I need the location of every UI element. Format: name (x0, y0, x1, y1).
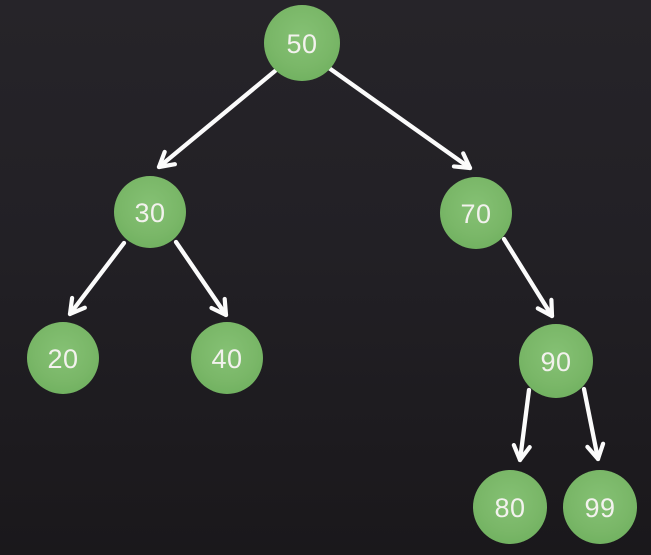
node-circle-50 (264, 5, 340, 81)
edge-50-to-70 (326, 65, 473, 171)
tree-node-40: 40 (191, 322, 263, 394)
tree-node-20: 20 (27, 322, 99, 394)
node-label-20: 20 (47, 344, 78, 374)
edge-30-to-40 (173, 239, 229, 318)
node-circle-20 (27, 322, 99, 394)
node-label-70: 70 (460, 199, 491, 229)
tree-node-90: 90 (519, 324, 593, 398)
node-circle-40 (191, 322, 263, 394)
node-label-99: 99 (584, 493, 615, 523)
node-label-50: 50 (286, 29, 317, 59)
edge-30-to-20 (67, 240, 127, 317)
node-circle-70 (440, 177, 512, 249)
node-label-80: 80 (494, 493, 525, 523)
tree-node-80: 80 (473, 470, 547, 544)
edge-70-to-90 (501, 236, 555, 319)
edge-50-to-30 (156, 68, 278, 170)
node-label-90: 90 (540, 347, 571, 377)
node-circle-99 (563, 470, 637, 544)
edge-90-to-80 (511, 387, 532, 463)
tree-node-70: 70 (440, 177, 512, 249)
node-circle-80 (473, 470, 547, 544)
node-circle-90 (519, 324, 593, 398)
node-circle-30 (114, 176, 186, 248)
edge-90-to-99 (581, 386, 606, 462)
tree-node-50: 50 (264, 5, 340, 81)
tree-node-30: 30 (114, 176, 186, 248)
tree-node-99: 99 (563, 470, 637, 544)
node-label-40: 40 (211, 344, 242, 374)
node-label-30: 30 (134, 198, 165, 228)
